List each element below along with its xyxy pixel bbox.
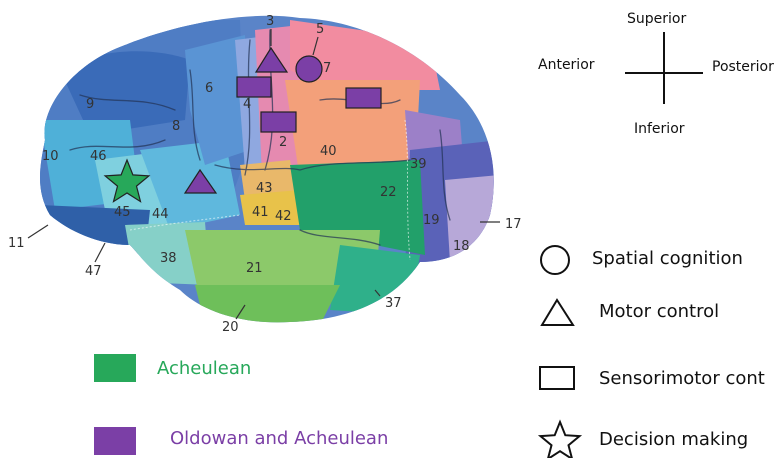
brodmann-label-4: 4 bbox=[243, 97, 251, 112]
oldowan-acheulean-swatch bbox=[94, 427, 136, 455]
brodmann-label-41: 41 bbox=[252, 205, 269, 220]
sensorimotor-rectangle-icon bbox=[346, 88, 381, 108]
brodmann-label-19: 19 bbox=[423, 213, 440, 228]
brodmann-label-17: 17 bbox=[505, 217, 522, 232]
brodmann-label-2: 2 bbox=[279, 135, 287, 150]
anterior-label: Anterior bbox=[538, 58, 595, 72]
brodmann-label-42: 42 bbox=[275, 209, 292, 224]
sensorimotor-rectangle-icon bbox=[237, 77, 271, 97]
acheulean-swatch bbox=[94, 354, 136, 382]
brodmann-label-21: 21 bbox=[246, 261, 263, 276]
orientation-compass bbox=[625, 32, 703, 104]
symbol-legend-icons bbox=[540, 246, 580, 458]
sensorimotor-control-label: Sensorimotor cont bbox=[599, 370, 765, 388]
motor-control-label: Motor control bbox=[599, 303, 719, 321]
area-37-region bbox=[330, 245, 420, 315]
posterior-label: Posterior bbox=[712, 60, 774, 74]
triangle-icon bbox=[542, 300, 573, 325]
brodmann-label-10: 10 bbox=[42, 149, 59, 164]
sensorimotor-rectangle-icon bbox=[261, 112, 296, 132]
brodmann-label-39: 39 bbox=[410, 157, 427, 172]
brodmann-label-46: 46 bbox=[90, 149, 107, 164]
area-20-region bbox=[195, 285, 340, 325]
inferior-label: Inferior bbox=[634, 122, 685, 136]
rectangle-icon bbox=[540, 367, 574, 389]
brodmann-label-43: 43 bbox=[256, 181, 273, 196]
acheulean-label: Acheulean bbox=[157, 360, 251, 378]
spatial-cognition-circle-icon bbox=[296, 56, 322, 82]
brodmann-label-7: 7 bbox=[323, 61, 331, 76]
brodmann-label-22: 22 bbox=[380, 185, 397, 200]
superior-label: Superior bbox=[627, 12, 686, 26]
brodmann-label-5: 5 bbox=[316, 22, 324, 37]
brodmann-label-9: 9 bbox=[86, 97, 94, 112]
brodmann-label-37: 37 bbox=[385, 296, 402, 311]
brodmann-label-11: 11 bbox=[8, 236, 25, 251]
brodmann-label-6: 6 bbox=[205, 81, 213, 96]
circle-icon bbox=[541, 246, 569, 274]
star-icon bbox=[541, 422, 580, 458]
brodmann-label-20: 20 bbox=[222, 320, 239, 335]
brodmann-label-3: 3 bbox=[266, 14, 274, 29]
spatial-cognition-label: Spatial cognition bbox=[592, 250, 743, 268]
brodmann-label-38: 38 bbox=[160, 251, 177, 266]
brodmann-label-40: 40 bbox=[320, 144, 337, 159]
brodmann-label-47: 47 bbox=[85, 264, 102, 279]
brodmann-label-45: 45 bbox=[114, 205, 131, 220]
brodmann-label-8: 8 bbox=[172, 119, 180, 134]
brodmann-label-44: 44 bbox=[152, 207, 169, 222]
oldowan-acheulean-label: Oldowan and Acheulean bbox=[170, 430, 388, 448]
brodmann-label-18: 18 bbox=[453, 239, 470, 254]
decision-making-label: Decision making bbox=[599, 431, 748, 449]
